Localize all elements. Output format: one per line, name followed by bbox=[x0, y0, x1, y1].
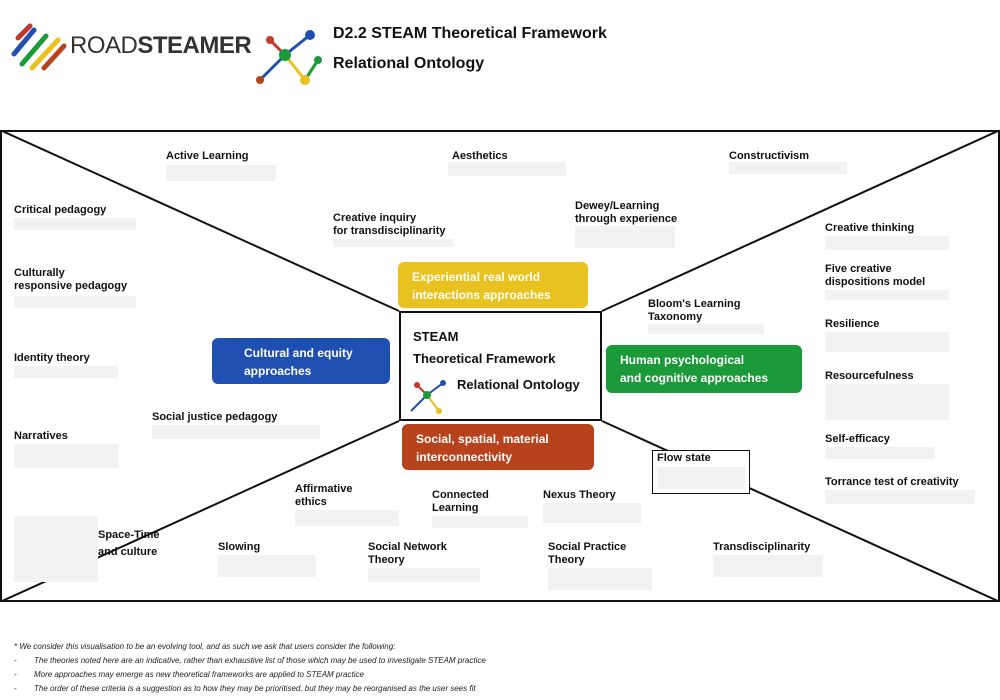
note-sna bbox=[368, 568, 480, 582]
theory-blooms-line1: Bloom's Learning bbox=[648, 298, 741, 310]
theory-blooms-line2: Taxonomy bbox=[648, 311, 703, 323]
theory-narratives: Narratives bbox=[14, 430, 68, 442]
cultural-line1: Cultural and equity bbox=[244, 346, 353, 360]
social-line2: interconnectivity approaches bbox=[416, 450, 513, 482]
theory-slowing: Slowing bbox=[218, 541, 261, 553]
social-line1: Social, spatial, material bbox=[416, 432, 549, 446]
theory-culturally-line1: Culturally bbox=[14, 267, 65, 279]
note-culturally bbox=[14, 296, 136, 308]
theory-affirmative-line1: Affirmative bbox=[295, 483, 353, 495]
cultural-approaches-label: Cultural and equity approaches bbox=[212, 338, 390, 384]
footer-notes: * We consider this visualisation to be a… bbox=[14, 640, 486, 696]
theory-space-time-line2: and culture bbox=[98, 546, 158, 558]
theory-self-efficacy: Self-efficacy bbox=[825, 433, 890, 445]
theory-creative-inquiry-line2: for transdisciplinarity bbox=[333, 225, 446, 237]
human-approaches-label: Human psychological and cognitive approa… bbox=[606, 345, 802, 393]
theory-dewey-line1: Dewey/Learning bbox=[575, 200, 660, 212]
note-active-learning bbox=[166, 165, 276, 181]
theory-social-justice: Social justice pedagogy bbox=[152, 411, 278, 423]
theory-sna-line2: Theory bbox=[368, 554, 405, 566]
note-dewey bbox=[575, 226, 675, 248]
flow-state-box: Flow state bbox=[652, 450, 750, 494]
human-line2: and cognitive approaches bbox=[620, 371, 769, 385]
theory-sna-line1: Social Network bbox=[368, 541, 447, 553]
note-transdisciplinarity bbox=[713, 555, 823, 577]
theory-identity: Identity theory bbox=[14, 352, 90, 364]
note-resourcefulness bbox=[825, 384, 949, 420]
note-five-creative bbox=[825, 290, 949, 300]
note-critical-pedagogy bbox=[14, 218, 136, 230]
center-network-icon bbox=[410, 380, 446, 414]
note-torrance bbox=[825, 490, 975, 504]
note-creative-inquiry bbox=[333, 239, 453, 247]
theory-resilience: Resilience bbox=[825, 318, 880, 330]
center-title-line3: Relational Ontology bbox=[457, 377, 580, 392]
theory-transdisciplinarity: Transdisciplinarity bbox=[713, 541, 811, 553]
experiential-line1: Experiential real world bbox=[412, 270, 541, 284]
experiential-line2: interactions approaches bbox=[412, 288, 551, 302]
note-slowing bbox=[218, 555, 316, 577]
center-framework-box: STEAM Theoretical Framework Relational O… bbox=[399, 311, 602, 421]
theory-affirmative-line2: ethics bbox=[295, 496, 327, 508]
footer-item: The theories noted here are an indicativ… bbox=[14, 654, 486, 668]
theory-resourcefulness: Resourcefulness bbox=[825, 370, 914, 382]
theory-connected-line2: Learning bbox=[432, 502, 479, 514]
theory-critical-pedagogy: Critical pedagogy bbox=[14, 204, 107, 216]
theory-flow-state: Flow state bbox=[657, 452, 711, 464]
note-affirmative bbox=[295, 510, 399, 526]
note-identity bbox=[14, 366, 118, 378]
center-title-line2: Theoretical Framework bbox=[413, 351, 556, 366]
note-constructivism bbox=[729, 162, 847, 174]
note-nexus bbox=[543, 503, 641, 523]
page-title: D2.2 STEAM Theoretical Framework bbox=[333, 25, 607, 42]
theory-space-time-line1: Space-Time bbox=[98, 529, 160, 541]
theory-spt-line2: Theory bbox=[548, 554, 585, 566]
social-approaches-label: Social, spatial, material interconnectiv… bbox=[402, 424, 594, 482]
roadsteamer-logo-icon bbox=[11, 23, 67, 71]
theory-aesthetics: Aesthetics bbox=[452, 150, 508, 162]
theory-spt-line1: Social Practice bbox=[548, 541, 627, 553]
logo-text-bold: STEAMER bbox=[137, 32, 252, 59]
note-social-justice bbox=[152, 425, 320, 439]
footer-item: More approaches may emerge as new theore… bbox=[14, 668, 486, 682]
center-title-line1: STEAM bbox=[413, 329, 459, 344]
footer-intro: * We consider this visualisation to be a… bbox=[14, 642, 396, 651]
theory-active-learning: Active Learning bbox=[166, 150, 249, 162]
footer-item: The order of these criteria is a suggest… bbox=[14, 682, 486, 696]
note-spt bbox=[548, 568, 652, 590]
theory-creative-inquiry-line1: Creative inquiry bbox=[333, 212, 417, 224]
theory-five-creative-line1: Five creative bbox=[825, 263, 892, 275]
note-self-efficacy bbox=[825, 447, 935, 459]
theory-nexus: Nexus Theory bbox=[543, 489, 616, 501]
brand-logo-text: ROADSTEAMER bbox=[70, 32, 252, 60]
note-flow-state bbox=[657, 467, 745, 489]
experiential-approaches-label: Experiential real world interactions app… bbox=[398, 262, 588, 308]
network-nodes-icon bbox=[256, 30, 322, 85]
theory-connected-line1: Connected bbox=[432, 489, 489, 501]
theory-creative-thinking: Creative thinking bbox=[825, 222, 915, 234]
note-aesthetics bbox=[448, 162, 566, 176]
theory-five-creative-line2: dispositions model bbox=[825, 276, 926, 288]
theory-dewey-line2: through experience bbox=[575, 213, 678, 225]
theory-constructivism: Constructivism bbox=[729, 150, 810, 162]
logo-text-light: ROAD bbox=[70, 32, 138, 59]
note-resilience bbox=[825, 332, 949, 352]
theory-torrance: Torrance test of creativity bbox=[825, 476, 959, 488]
note-narratives bbox=[14, 444, 118, 468]
note-creative-thinking bbox=[825, 236, 949, 250]
note-connected bbox=[432, 516, 528, 528]
note-blooms bbox=[648, 324, 764, 334]
theory-culturally-line2: responsive pedagogy bbox=[14, 280, 128, 292]
human-line1: Human psychological bbox=[620, 353, 745, 367]
note-space-time bbox=[14, 516, 98, 582]
page-subtitle: Relational Ontology bbox=[333, 55, 485, 72]
cultural-line2: approaches bbox=[244, 364, 312, 378]
